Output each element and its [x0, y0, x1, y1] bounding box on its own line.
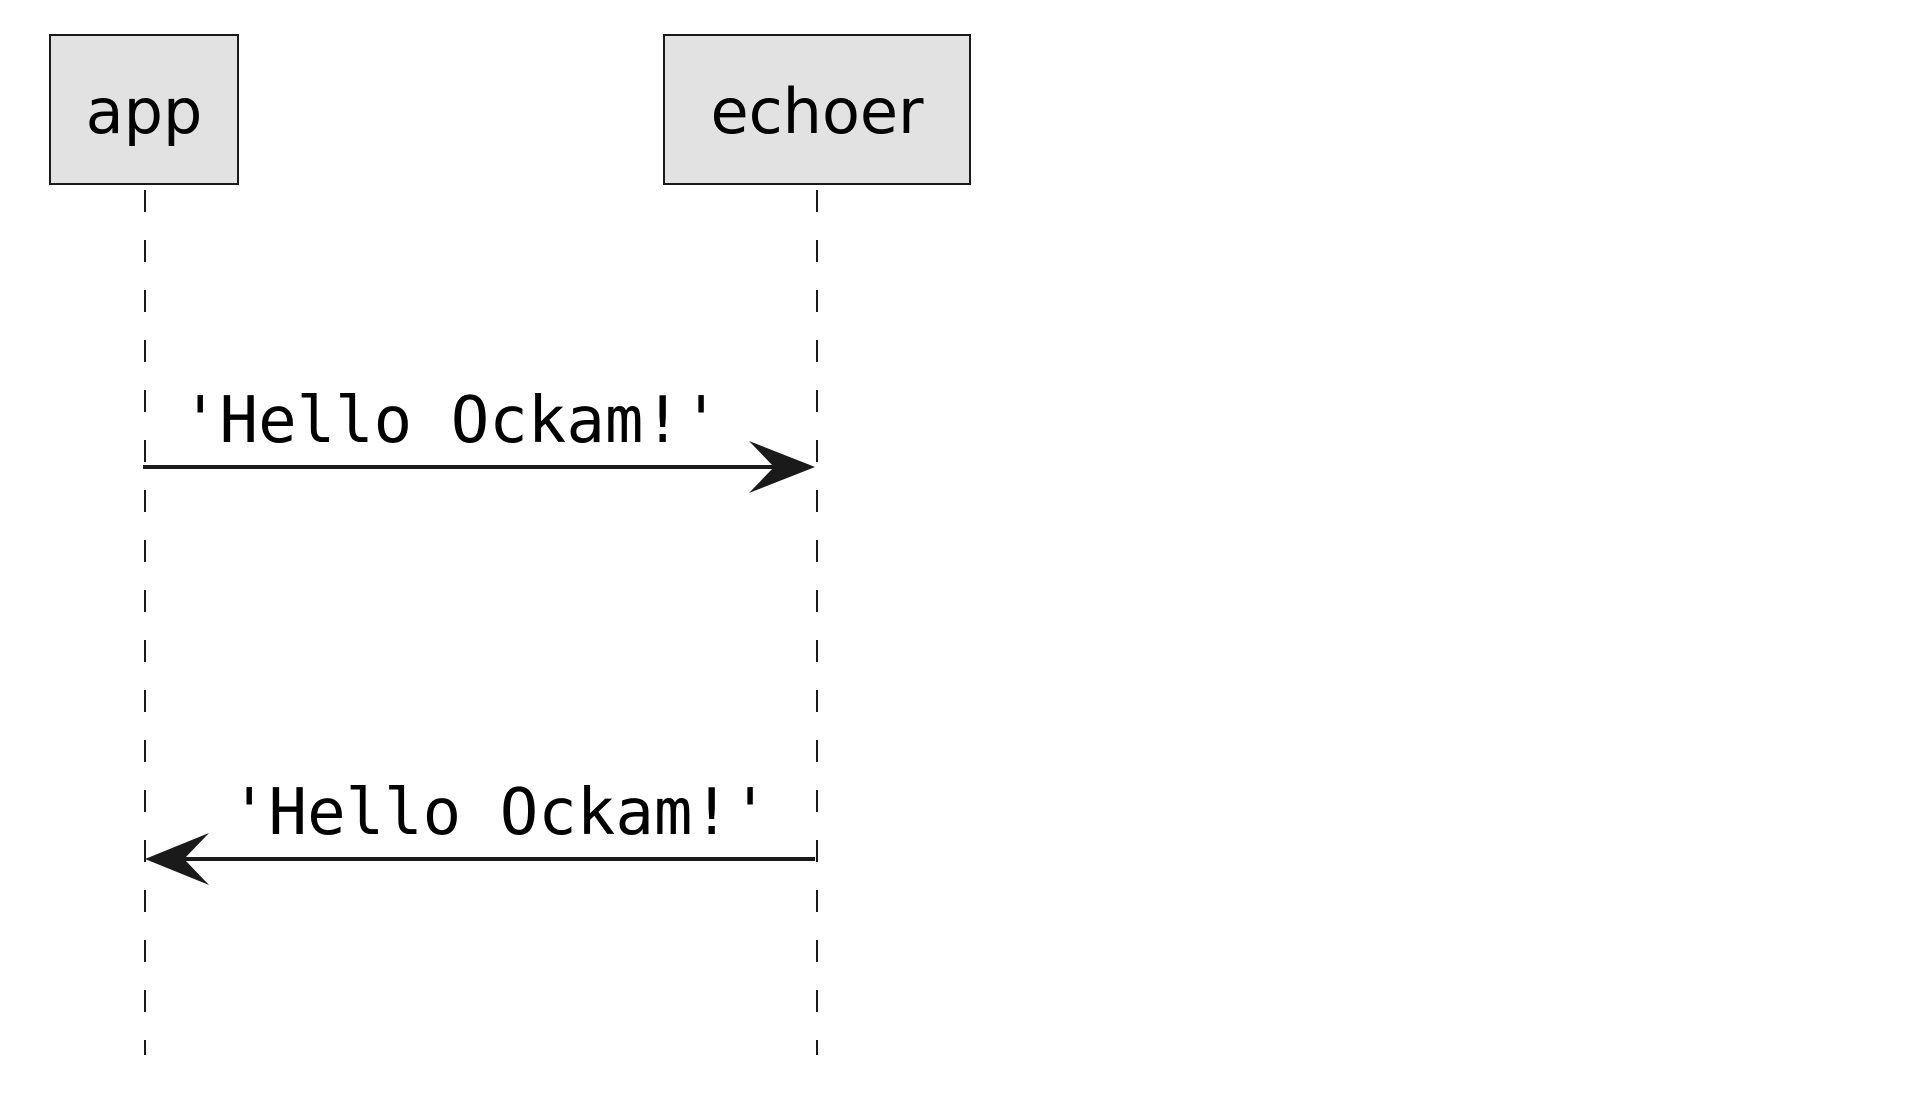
message-request-label: 'Hello Ockam!'	[181, 384, 720, 458]
message-response-label: 'Hello Ockam!'	[230, 776, 769, 850]
participant-echoer-label: echoer	[710, 75, 924, 148]
message-response: 'Hello Ockam!'	[145, 776, 815, 885]
message-response-arrowhead	[145, 833, 209, 885]
participant-echoer-box	[663, 34, 971, 185]
participant-echoer: echoer	[663, 34, 971, 185]
participant-app-box	[49, 34, 239, 185]
message-request-arrowhead	[749, 441, 815, 493]
participant-app-label: app	[86, 75, 203, 148]
message-request: 'Hello Ockam!'	[143, 384, 815, 493]
participant-app: app	[49, 34, 239, 185]
